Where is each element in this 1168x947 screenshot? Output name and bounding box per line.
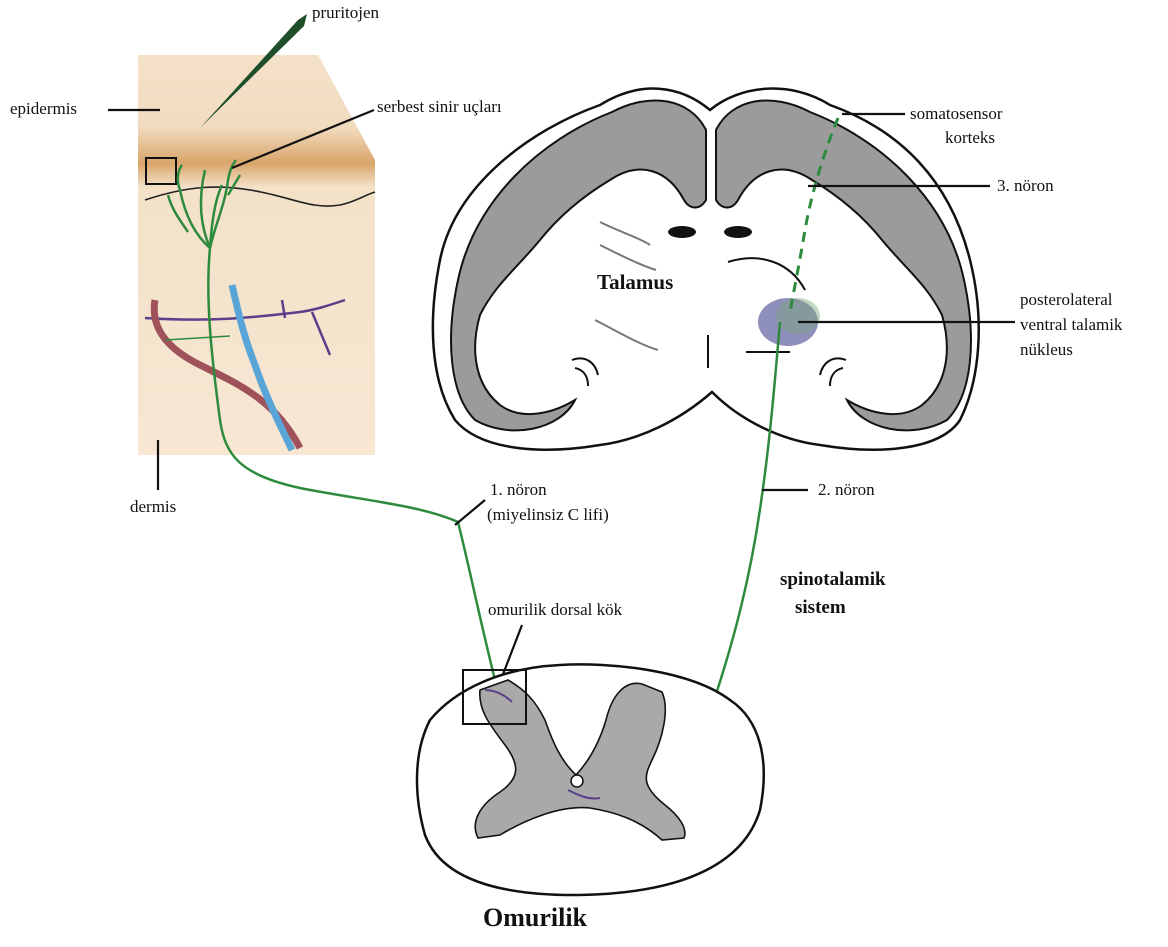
spinothalamic-label-line1: spinotalamik bbox=[780, 570, 886, 590]
dorsal-root-label: omurilik dorsal kök bbox=[488, 600, 622, 620]
somatosensory-cortex-label-line2: korteks bbox=[945, 128, 995, 148]
free-nerve-endings-label: serbest sinir uçları bbox=[377, 97, 502, 117]
first-neuron-label-line1: 1. nöron bbox=[490, 480, 547, 500]
pruritogen-label: pruritojen bbox=[312, 3, 379, 23]
spinothalamic-label-line2: sistem bbox=[795, 598, 846, 618]
second-neuron-label: 2. nöron bbox=[818, 480, 875, 500]
epidermis-label: epidermis bbox=[10, 99, 77, 119]
vpl-label-line3: nükleus bbox=[1020, 340, 1073, 360]
vpl-label-line2: ventral talamik bbox=[1020, 315, 1122, 335]
spinal-cord-cross-section bbox=[417, 664, 764, 895]
dermis-label: dermis bbox=[130, 497, 176, 517]
skin-inset bbox=[138, 55, 375, 455]
third-neuron-label: 3. nöron bbox=[997, 176, 1054, 196]
spinal-cord-label: Omurilik bbox=[483, 908, 587, 928]
thalamus-label: Talamus bbox=[597, 272, 673, 292]
somatosensory-cortex-label-line1: somatosensor bbox=[910, 104, 1003, 124]
first-neuron-label-line2: (miyelinsiz C lifi) bbox=[487, 505, 609, 525]
vpl-label-line1: posterolateral bbox=[1020, 290, 1113, 310]
brain-coronal-section bbox=[433, 89, 979, 450]
